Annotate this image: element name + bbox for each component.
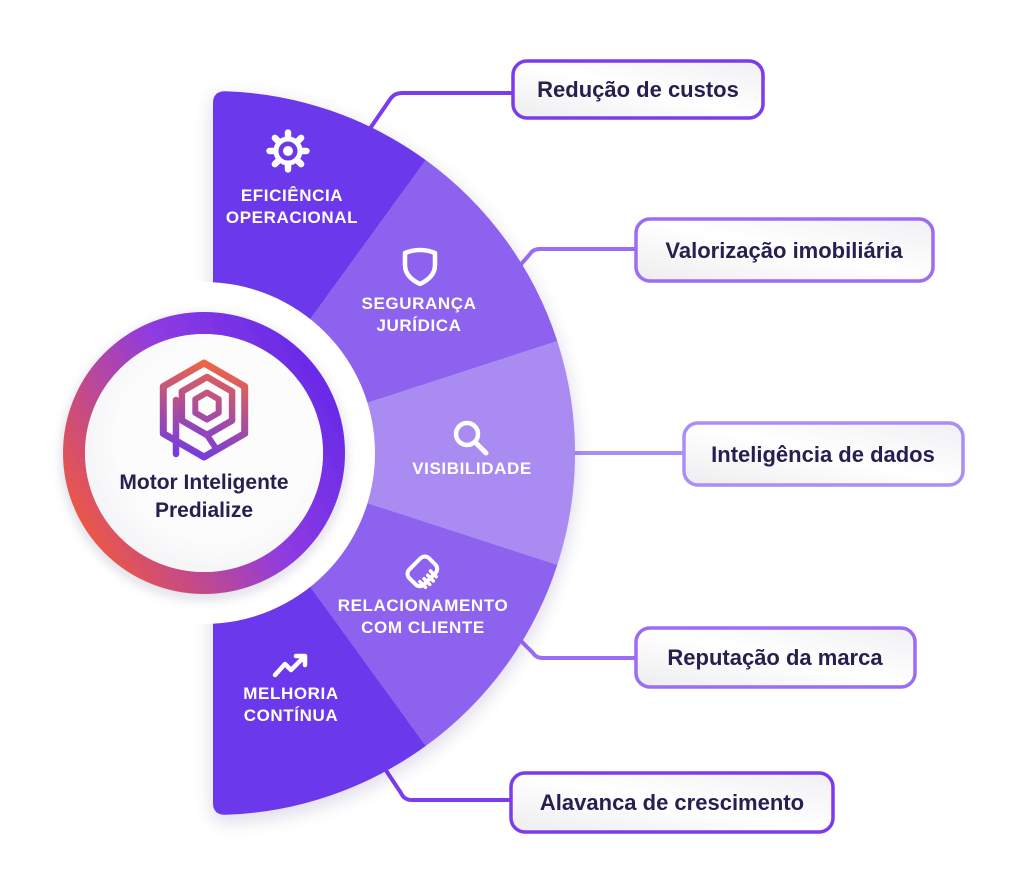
callout-alavanca-de-crescimento: Alavanca de crescimento [509,771,835,834]
callout-reputacao-da-marca: Reputação da marca [634,626,917,689]
wedge-label-com-cliente: COM CLIENTE [361,618,485,637]
wedge-labels: EFICIÊNCIA OPERACIONAL SEGURANÇA JURÍDIC… [226,186,532,725]
shield-icon [402,247,438,287]
wedge-label-relacionamento: RELACIONAMENTO [338,596,509,615]
connector-valorizacao-imobiliaria [515,247,638,271]
wedge-label-seguranca: SEGURANÇA [362,294,477,313]
wedge-label-juridica: JURÍDICA [376,316,461,335]
connector-reducao-de-custos [367,91,515,132]
callout-label: Reputação da marca [667,645,883,670]
connectors [367,91,686,802]
center-title-line2: Predialize [155,499,253,522]
center-title-line1: Motor Inteligente [119,471,288,494]
connector-reputacao-da-marca [515,635,638,660]
callout-valorizacao-imobiliaria: Valorização imobiliária [634,217,935,283]
wedge-label-eficiencia: EFICIÊNCIA [241,186,343,205]
callout-box [634,217,935,283]
callout-label: Valorização imobiliária [665,238,903,263]
callout-label: Alavanca de crescimento [540,790,804,815]
gear-icon [266,129,310,173]
callout-boxes: Redução de custos Valorização imobiliári… [509,59,965,834]
callout-reducao-de-custos: Redução de custos [511,59,765,120]
callout-label: Redução de custos [537,77,739,102]
center-badge: Motor Inteligente Predialize [63,312,345,594]
search-icon [453,420,489,456]
wedge-label-operacional: OPERACIONAL [226,208,358,227]
badge-gradient-ring [63,312,345,594]
wedge-label-melhoria: MELHORIA [243,684,338,703]
callout-label: Inteligência de dados [711,442,935,467]
callout-inteligencia-de-dados: Inteligência de dados [682,421,965,487]
connector-alavanca-de-crescimento [381,764,513,802]
wedge-label-visibilidade: VISIBILIDADE [412,459,532,478]
wedge-label-continua: CONTÍNUA [244,706,339,725]
callout-box [634,626,917,689]
callout-box [509,771,835,834]
wedge-visibilidade [213,341,576,565]
handshake-icon [405,554,440,590]
predialize-logo-icon [159,359,249,461]
callout-box [511,59,765,120]
callout-box [682,421,965,487]
trending-up-icon [272,653,308,678]
